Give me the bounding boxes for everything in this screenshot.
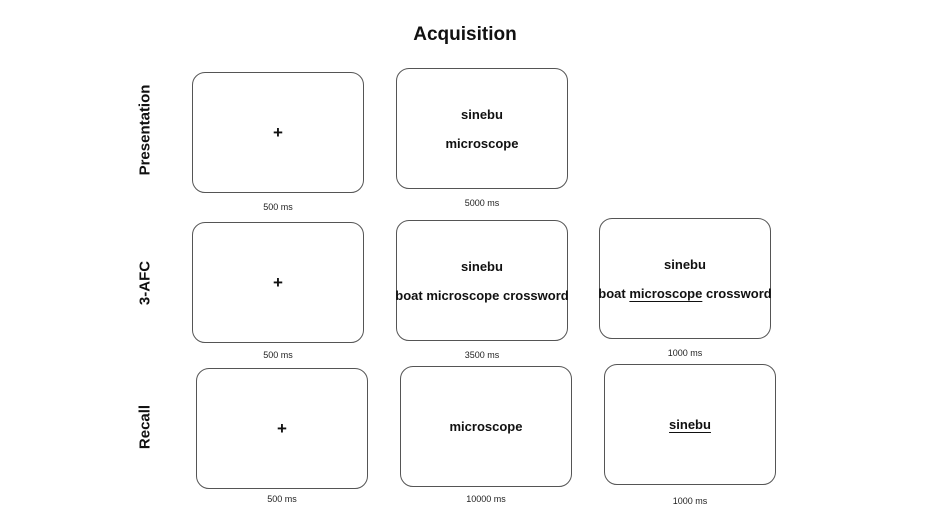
figure-title: Acquisition (413, 24, 517, 45)
option-boat: boat (598, 285, 626, 301)
pseudoword-text: sinebu (461, 106, 503, 122)
option-microscope: microscope (426, 287, 500, 303)
fixation-cross: + (273, 123, 283, 142)
row-label-presentation: Presentation (136, 84, 154, 176)
afc-choice-screen: sinebu boat microscope crossword (395, 220, 569, 341)
presentation-pair-duration: 5000 ms (464, 198, 500, 208)
choice-options: boat microscope crossword (395, 288, 568, 303)
recall-cue-duration: 10000 ms (466, 494, 506, 504)
option-microscope-selected: microscope (629, 285, 703, 301)
afc-choice-duration: 3500 ms (464, 350, 500, 360)
presentation-pair-screen: sinebu microscope (396, 68, 568, 189)
presentation-fixation-duration: 500 ms (263, 202, 293, 212)
pseudoword-text: sinebu (664, 256, 706, 272)
fixation-cross: + (277, 419, 287, 438)
recall-fixation-duration: 500 ms (267, 494, 297, 504)
pseudoword-text: sinebu (461, 258, 503, 274)
option-crossword: crossword (502, 287, 569, 303)
recall-feedback-screen: sinebu (604, 364, 776, 485)
recall-cue-screen: microscope (400, 366, 572, 487)
presentation-fixation-screen: + (192, 72, 364, 193)
afc-feedback-screen: sinebu boat microscope crossword (598, 218, 772, 339)
afc-fixation-screen: + (192, 222, 364, 343)
option-crossword: crossword (705, 285, 772, 301)
option-boat: boat (395, 287, 423, 303)
afc-feedback-duration: 1000 ms (667, 348, 703, 358)
afc-fixation-duration: 500 ms (263, 350, 293, 360)
word-text: microscope (445, 135, 519, 151)
word-text: microscope (449, 419, 523, 434)
row-label-recall: Recall (136, 404, 154, 450)
recall-feedback-duration: 1000 ms (672, 496, 708, 506)
row-label-3afc: 3-AFC (136, 260, 154, 306)
choice-options-feedback: boat microscope crossword (598, 286, 771, 301)
pseudoword-answer: sinebu (669, 417, 711, 432)
recall-fixation-screen: + (196, 368, 368, 489)
fixation-cross: + (273, 273, 283, 292)
